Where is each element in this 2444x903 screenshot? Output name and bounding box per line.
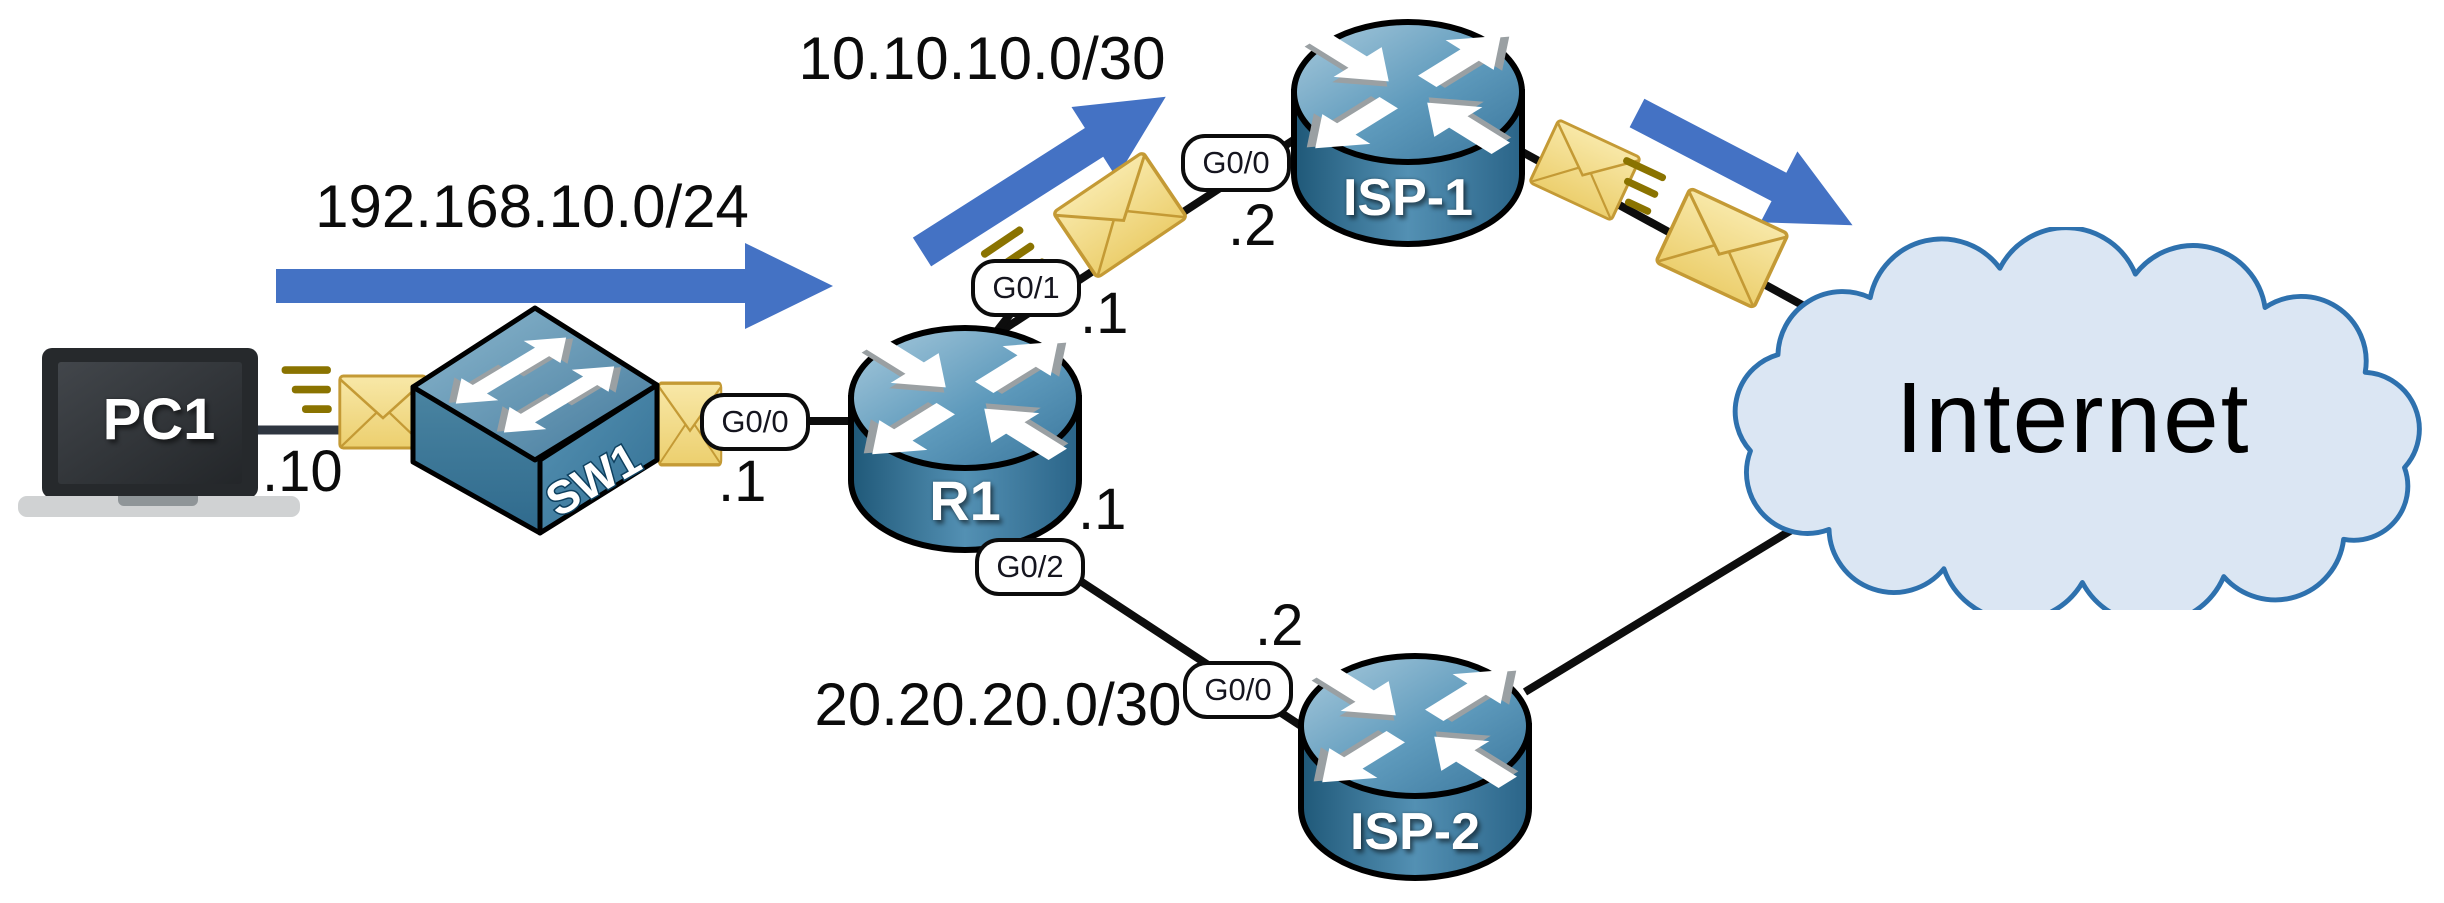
network-label-r1-isp1: 10.10.10.0/30	[798, 25, 1166, 92]
internet-label: Internet	[1895, 362, 2251, 474]
interface-name: G0/0	[721, 404, 789, 439]
router-icon	[845, 325, 1085, 553]
device-label-isp2: ISP-2	[1349, 803, 1481, 861]
laptop-icon	[18, 348, 300, 517]
device-label-r1: R1	[929, 469, 1001, 532]
interface-pill-r1-g0-0: G0/0	[700, 393, 810, 451]
cloud-icon	[1732, 227, 2422, 610]
ip-suffix-isp1-g0-0: .2	[1228, 193, 1277, 258]
ip-suffix-r1-g0-0: .1	[718, 449, 767, 514]
interface-name: G0/1	[992, 270, 1060, 305]
device-isp2: ISP-2	[1295, 650, 1535, 886]
ip-suffix-r1-g0-2: .1	[1078, 477, 1127, 542]
interface-pill-r1-g0-1: G0/1	[971, 259, 1081, 317]
device-isp1: ISP-1	[1288, 16, 1528, 252]
traffic-arrow-lan	[276, 243, 833, 329]
ip-suffix-r1-g0-1: .1	[1080, 281, 1129, 346]
device-label-isp1: ISP-1	[1342, 169, 1474, 227]
switch-icon: SW1	[410, 305, 660, 536]
device-r1: R1	[845, 322, 1085, 558]
traffic-arrow-to-isp1	[912, 96, 1166, 267]
network-label-r1-isp2: 20.20.20.0/30	[814, 671, 1182, 738]
interface-pill-isp1-g0-0: G0/0	[1181, 134, 1291, 192]
interface-name: G0/0	[1204, 672, 1272, 707]
interface-pill-isp2-g0-0: G0/0	[1183, 661, 1293, 719]
ip-suffix-isp2-g0-0: .2	[1255, 593, 1304, 658]
interface-name: G0/0	[1202, 145, 1270, 180]
device-label-pc1: PC1	[102, 387, 216, 452]
router-icon	[1295, 653, 1535, 881]
traffic-arrow-to-internet	[1629, 98, 1853, 226]
ip-suffix-pc1: .10	[262, 439, 343, 504]
link-isp2-internet	[1522, 516, 1811, 696]
device-sw1: SW1	[405, 301, 665, 541]
device-pc1: PC1	[18, 340, 300, 520]
network-label-lan: 192.168.10.0/24	[315, 173, 749, 240]
interface-pill-r1-g0-2: G0/2	[975, 538, 1085, 596]
interface-name: G0/2	[996, 549, 1064, 584]
router-icon	[1288, 19, 1528, 247]
device-internet: Internet	[1713, 227, 2440, 610]
